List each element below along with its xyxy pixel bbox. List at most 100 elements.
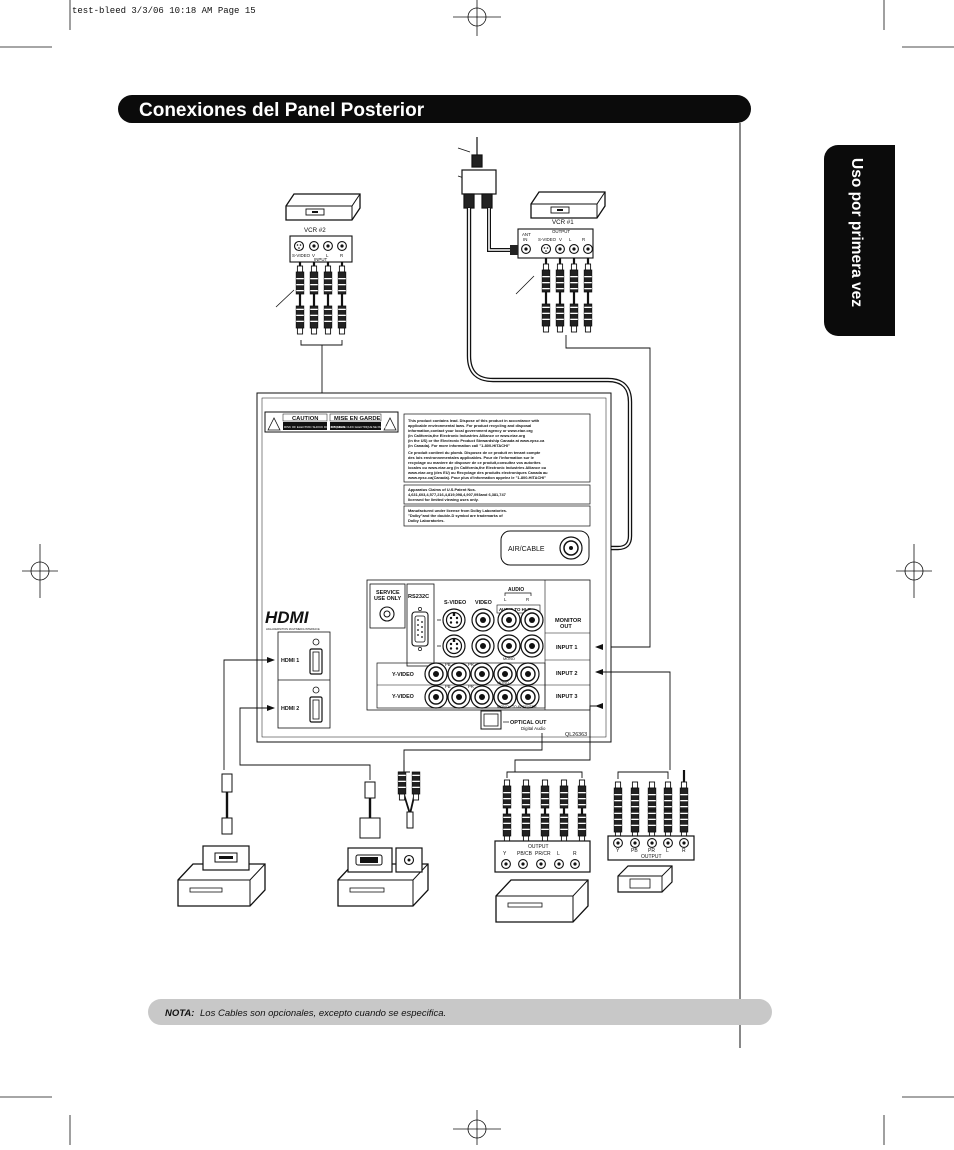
air-cable-jack[interactable] [559, 536, 583, 560]
vcr2-svideo-jack[interactable] [293, 240, 305, 252]
input1-mono-label: MONO [503, 657, 515, 661]
patent-line-2: 4,631,603,4,577,216,4,819,098,4,907,093a… [408, 492, 506, 497]
input2-r-jack[interactable] [516, 662, 540, 686]
audio-label: AUDIO [508, 587, 524, 593]
input2-label: INPUT 2 [556, 671, 577, 677]
monitor-out-label: MONITOR OUT [555, 618, 583, 630]
service-jack[interactable] [379, 606, 395, 622]
air-cable-label: AIR/CABLE [508, 546, 545, 553]
lead-fr-line-3: recyclage ou maniere de disposer de ce p… [408, 460, 541, 465]
hdmi1-port[interactable] [309, 638, 323, 675]
note-lead: NOTA: [165, 1008, 194, 1019]
input3-pr-jack[interactable] [470, 685, 494, 709]
input2-pb-jack[interactable] [447, 662, 471, 686]
vcr1-jack-v: V [559, 237, 562, 242]
input3-pr-label: PR [468, 684, 474, 689]
component-label-pr: PR/CR [535, 851, 551, 857]
note-bar [148, 999, 772, 1025]
input3-pb-label: PB [445, 684, 451, 689]
side-tab [824, 145, 895, 336]
hdmi1-label: HDMI 1 [281, 658, 299, 664]
input2-mono-label: MONO [497, 681, 509, 685]
input3-y-jack[interactable] [424, 685, 448, 709]
registration-mark-top [453, 0, 501, 36]
side-tab-label: Uso por primera vez [848, 158, 865, 307]
vcr2-jack-l: L [326, 253, 329, 258]
hdmi-logo-text: HDMI [265, 608, 310, 627]
input1b-video-jack[interactable] [471, 634, 495, 658]
caution-en: CAUTION [292, 416, 318, 422]
caution-fr: MISE EN GARDE [334, 416, 381, 422]
dolby-line-2: "Dolby"and the double-D symbol are trade… [408, 513, 503, 518]
input1-l-jack[interactable] [497, 634, 521, 658]
vcr2-jack-r: R [340, 253, 343, 258]
vcr1-ant-label: ANT [522, 232, 531, 237]
patent-line-3: licensed for limited viewing uses only. [408, 497, 479, 502]
input1-svideo-jack[interactable] [442, 608, 466, 632]
vcr1-jack-l: L [569, 237, 572, 242]
vcr1-jack-r: R [582, 237, 585, 242]
vcr2-panel-title: INPUT [314, 257, 327, 262]
dvi-audio-device [337, 760, 429, 907]
note-text: NOTA: Los Cables son opcionales, excepto… [165, 1008, 446, 1019]
component-device-title: OUTPUT [528, 844, 549, 850]
input1-label: INPUT 1 [556, 645, 577, 651]
camcorder-label-r: R [682, 848, 686, 854]
input2-yvideo-label: Y-VIDEO [392, 672, 414, 678]
input1-video-jack[interactable] [471, 608, 495, 632]
rs232c-label: RS232C [408, 594, 429, 600]
center-label: TO AV CENTER [512, 705, 537, 709]
hifi-r-jack[interactable] [520, 608, 544, 632]
patent-line-1: Apparatus Claims of U.S.Patent Nos. [408, 487, 476, 492]
input2-pr-jack[interactable] [470, 662, 494, 686]
component-label-pb: PB/CB [517, 851, 533, 857]
vcr1-panel-title: OUTPUT [552, 229, 570, 234]
hifi-l-jack[interactable] [497, 608, 521, 632]
vcr1-svideo-jack[interactable] [540, 243, 552, 255]
vcr2-device: VCR #2 S-VIDEO V L R INPUT [285, 193, 361, 263]
camcorder-label-y: Y [616, 848, 620, 854]
component-label-y: Y [503, 851, 507, 857]
vcr1-jack-svideo: S-VIDEO [538, 237, 557, 242]
component-label-l: L [557, 851, 560, 857]
service-label: SERVICE USE ONLY [374, 590, 401, 602]
camcorder-label-pb: PB [631, 848, 638, 854]
lead-en-line-5: (in the US) or the Electronic Product St… [408, 438, 545, 443]
lead-fr-line-1: Ce produit contient du plomb. Disposez d… [408, 450, 541, 455]
hdmi2-port[interactable] [309, 686, 323, 723]
lead-fr-line-5: www.eiae.org (des EU) ou Recyclage des p… [407, 470, 548, 475]
caution-fr-note: RISQUE DE CHOC ELECTRIQUE NE PAS OUVRIR [331, 425, 394, 429]
lead-en-line-4: (in California,the Electronic Industries… [408, 433, 526, 438]
video-label: VIDEO [475, 600, 492, 606]
routing-lines [223, 659, 671, 780]
optical-out-port[interactable] [480, 710, 502, 730]
lead-fr-line-4: locales ou www.eiae.org (in California,t… [408, 465, 547, 470]
input3-yvideo-label: Y-VIDEO [392, 694, 414, 700]
lead-en-line-6: (in Canada). For more information call "… [408, 443, 510, 448]
audio-r-label: R [526, 597, 529, 602]
camcorder-panel-title: OUTPUT [641, 854, 662, 860]
patent-notice: Apparatus Claims of U.S.Patent Nos. 4,63… [408, 487, 507, 502]
vcr2-name: VCR #2 [304, 227, 326, 234]
input3-pb-jack[interactable] [447, 685, 471, 709]
dolby-notice: Manufactured under license from Dolby La… [408, 508, 508, 523]
lead-en-line-1: This product contains lead. Dispose of t… [408, 418, 540, 423]
monitor-out-line-2: OUT [560, 624, 572, 630]
input2-pb-label: PB [445, 662, 451, 667]
lead-en-line-3: information,contact your local governmen… [408, 428, 533, 433]
camcorder-label-l: L [666, 848, 669, 854]
vcr2-jack-v: V [312, 253, 315, 258]
input2-pr-label: PR [468, 662, 474, 667]
service-line-1: SERVICE [376, 590, 400, 596]
monitor-out-line-1: MONITOR [555, 618, 581, 624]
registration-mark-left [22, 544, 58, 598]
camcorder-label-pr: PR [648, 848, 655, 854]
input1-r-jack[interactable] [520, 634, 544, 658]
lead-fr-line-6: www.epsc.ca(Canada). Pour plus d'informa… [407, 475, 546, 480]
input2-y-jack[interactable] [424, 662, 448, 686]
rs232c-port[interactable] [411, 607, 429, 651]
input1b-svideo-jack[interactable] [442, 634, 466, 658]
hdmi-logo: HDMI HIGH-DEFINITION MULTIMEDIA INTERFAC… [265, 608, 320, 631]
